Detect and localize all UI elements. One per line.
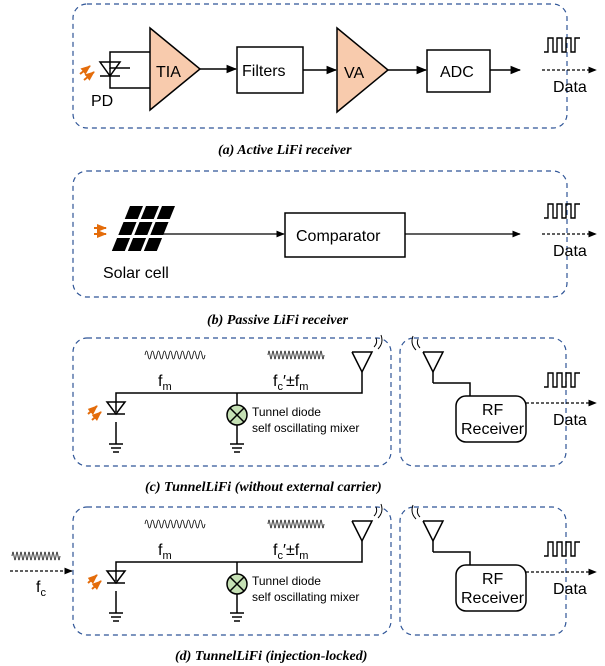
va-label: VA bbox=[344, 65, 364, 82]
tia-amplifier bbox=[149, 26, 202, 112]
rf-receiver-line2: Receiver bbox=[461, 421, 525, 438]
digital-signal-icon bbox=[544, 37, 580, 53]
light-arrow-icon bbox=[87, 574, 102, 590]
data-label: Data bbox=[553, 243, 587, 260]
tx-antenna-icon bbox=[351, 334, 383, 374]
comparator-label: Comparator bbox=[296, 228, 381, 245]
rf-receiver-line1: RF bbox=[482, 402, 504, 419]
panel-d: fc fm fc′±fm Tu bbox=[10, 503, 597, 664]
fc-wave-icon bbox=[267, 350, 325, 360]
filters-label: Filters bbox=[242, 63, 286, 80]
pd-label: PD bbox=[91, 93, 113, 110]
tunnel-diode-mixer-icon bbox=[226, 573, 248, 595]
fm-wave-icon bbox=[144, 350, 206, 360]
panel-b: Solar cell Comparator Data (b) Passive L… bbox=[72, 170, 597, 328]
filters-box bbox=[236, 46, 304, 94]
data-label: Data bbox=[553, 581, 587, 598]
mixer-label-line1: Tunnel diode bbox=[252, 574, 321, 588]
rf-receiver-box bbox=[455, 564, 527, 612]
va-amplifier bbox=[336, 26, 390, 114]
digital-signal-icon bbox=[544, 372, 580, 388]
rf-receiver-line1: RF bbox=[482, 571, 504, 588]
light-arrow-icon bbox=[87, 405, 102, 421]
tx-antenna-icon bbox=[351, 503, 383, 543]
rf-receiver-line2: Receiver bbox=[461, 590, 525, 607]
fc-label: fc′±fm bbox=[273, 542, 308, 562]
data-label: Data bbox=[553, 412, 587, 429]
fm-label: fm bbox=[158, 373, 172, 393]
solar-cell-icon bbox=[111, 206, 175, 251]
rx-antenna-icon bbox=[411, 504, 471, 565]
mixer-label-line2: self oscillating mixer bbox=[252, 590, 359, 604]
panel-d-tx-border bbox=[72, 506, 392, 636]
external-carrier-wave-icon bbox=[11, 551, 61, 561]
photodiode-icon bbox=[105, 401, 127, 416]
panel-c: fm fc′±fm bbox=[72, 334, 597, 495]
caption-c: (c) TunnelLiFi (without external carrier… bbox=[145, 480, 382, 495]
adc-box bbox=[426, 49, 491, 93]
rf-receiver-box bbox=[455, 395, 527, 443]
panel-b-border bbox=[72, 170, 568, 298]
digital-signal-icon bbox=[544, 203, 580, 219]
rx-antenna-icon bbox=[411, 335, 471, 396]
fc-wave-icon bbox=[267, 519, 325, 529]
caption-d: (d) TunnelLiFi (injection-locked) bbox=[175, 649, 367, 664]
data-label: Data bbox=[553, 79, 587, 96]
caption-b: (b) Passive LiFi receiver bbox=[207, 313, 349, 328]
ext-fc-label: fc bbox=[36, 579, 46, 599]
panel-a: PD TIA Filters VA ADC Data (a) Active Li… bbox=[72, 3, 597, 158]
fm-label: fm bbox=[158, 542, 172, 562]
caption-a: (a) Active LiFi receiver bbox=[218, 143, 352, 158]
mixer-label-line1: Tunnel diode bbox=[252, 405, 321, 419]
tia-label: TIA bbox=[156, 64, 181, 81]
panel-a-border bbox=[72, 3, 568, 129]
comparator-box bbox=[284, 212, 406, 258]
tunnel-diode-mixer-icon bbox=[226, 404, 248, 426]
fc-label: fc′±fm bbox=[273, 373, 308, 393]
digital-signal-icon bbox=[544, 541, 580, 557]
mixer-label-line2: self oscillating mixer bbox=[252, 421, 359, 435]
photodiode-icon bbox=[105, 570, 127, 585]
fm-wave-icon bbox=[144, 519, 206, 529]
solar-cell-label: Solar cell bbox=[103, 265, 169, 282]
panel-d-rx-border bbox=[399, 506, 567, 636]
light-arrow-icon bbox=[94, 224, 107, 238]
adc-label: ADC bbox=[440, 64, 474, 81]
panel-c-rx-border bbox=[399, 337, 567, 467]
photodiode-icon bbox=[98, 51, 150, 89]
panel-c-tx-border bbox=[72, 337, 392, 467]
light-arrow-icon bbox=[79, 65, 95, 81]
